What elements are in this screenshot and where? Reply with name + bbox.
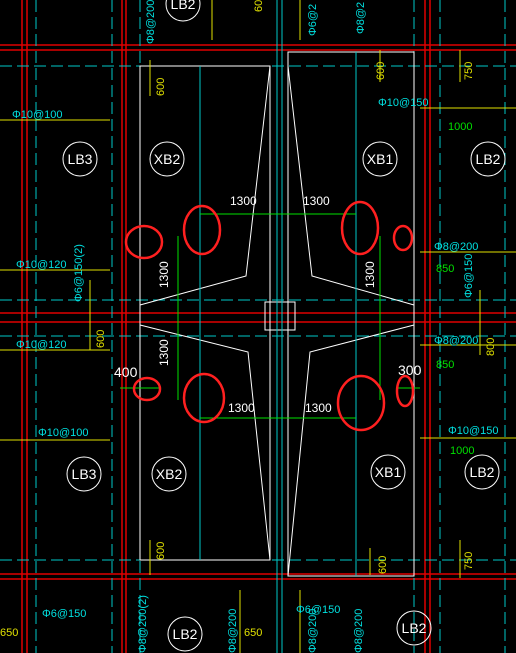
length-label: 1000 <box>450 445 474 457</box>
dimension-label: 1300 <box>228 401 255 415</box>
slab-label: LB2 <box>470 464 495 480</box>
rebar-label: Φ8@2 <box>355 2 367 34</box>
length-label: 850 <box>436 263 454 275</box>
slab-label: LB3 <box>72 466 97 482</box>
length-label: 600 <box>375 62 387 80</box>
dimension-lines <box>120 213 420 419</box>
dimension-label: 1300 <box>157 339 171 366</box>
dimension-label: 1300 <box>230 194 257 208</box>
highlight-circle <box>124 224 164 260</box>
slab-label: LB2 <box>476 151 501 167</box>
length-label: 650 <box>0 627 18 639</box>
rebar-label: Φ8@200 <box>434 241 478 253</box>
length-label: 650 <box>244 627 262 639</box>
slab-label: LB2 <box>171 0 196 12</box>
cyan-structure-lines <box>199 0 357 653</box>
central-plates <box>139 51 415 577</box>
dimension-label: 400 <box>114 364 138 380</box>
length-label: 600 <box>155 542 167 560</box>
rebar-label: Φ8@200(2) <box>145 0 157 44</box>
length-label: 600 <box>253 0 265 12</box>
rebar-label: Φ8@200 <box>353 609 365 653</box>
highlight-circle <box>132 376 162 402</box>
length-label: 1000 <box>448 121 472 133</box>
length-label: 800 <box>485 338 497 356</box>
rebar-label: Φ10@120 <box>16 259 67 271</box>
rebar-label: Φ10@150 <box>378 97 429 109</box>
highlight-circle <box>182 204 222 256</box>
dimension-label: 1300 <box>363 261 377 288</box>
rebar-label: Φ6@2 <box>307 4 319 36</box>
length-label: 750 <box>463 552 475 570</box>
rebar-label: Φ6@150 <box>463 254 475 298</box>
highlight-circle <box>336 374 386 432</box>
slab-label: LB2 <box>402 620 427 636</box>
length-label: 750 <box>463 62 475 80</box>
slab-label: LB3 <box>68 151 93 167</box>
dimension-label: 1300 <box>305 401 332 415</box>
rebar-label: Φ10@150 <box>448 425 499 437</box>
rebar-label: Φ6@150 <box>296 604 340 616</box>
rebar-label: Φ6@150(2) <box>73 244 85 302</box>
highlight-circle <box>340 200 380 256</box>
rebar-label: Φ10@120 <box>16 339 67 351</box>
highlight-circle <box>182 372 226 424</box>
rebar-label: Φ6@150 <box>42 608 86 620</box>
rebar-label: Φ10@100 <box>12 109 63 121</box>
slab-label: XB1 <box>375 464 402 480</box>
highlight-circle <box>395 374 415 408</box>
dimension-label: 300 <box>398 362 422 378</box>
highlight-circles <box>124 200 415 432</box>
dimension-label: 1300 <box>157 261 171 288</box>
rebar-label: Φ8@200(2) <box>137 595 149 653</box>
length-label: 600 <box>377 556 389 574</box>
highlight-circle <box>392 224 414 252</box>
slab-label: LB2 <box>173 626 198 642</box>
length-label: 600 <box>95 330 107 348</box>
length-label: 850 <box>436 359 454 371</box>
length-label: 600 <box>155 78 167 96</box>
dimension-label: 1300 <box>303 194 330 208</box>
slab-label-circles <box>62 0 506 652</box>
rebar-label: Φ8@200 <box>434 335 478 347</box>
rebar-label: Φ8@200 <box>307 609 319 653</box>
slab-label: XB1 <box>367 151 394 167</box>
rebar-label: Φ8@200 <box>227 609 239 653</box>
slab-label: XB2 <box>154 151 181 167</box>
slab-label: XB2 <box>156 466 183 482</box>
rebar-label: Φ10@100 <box>38 427 89 439</box>
